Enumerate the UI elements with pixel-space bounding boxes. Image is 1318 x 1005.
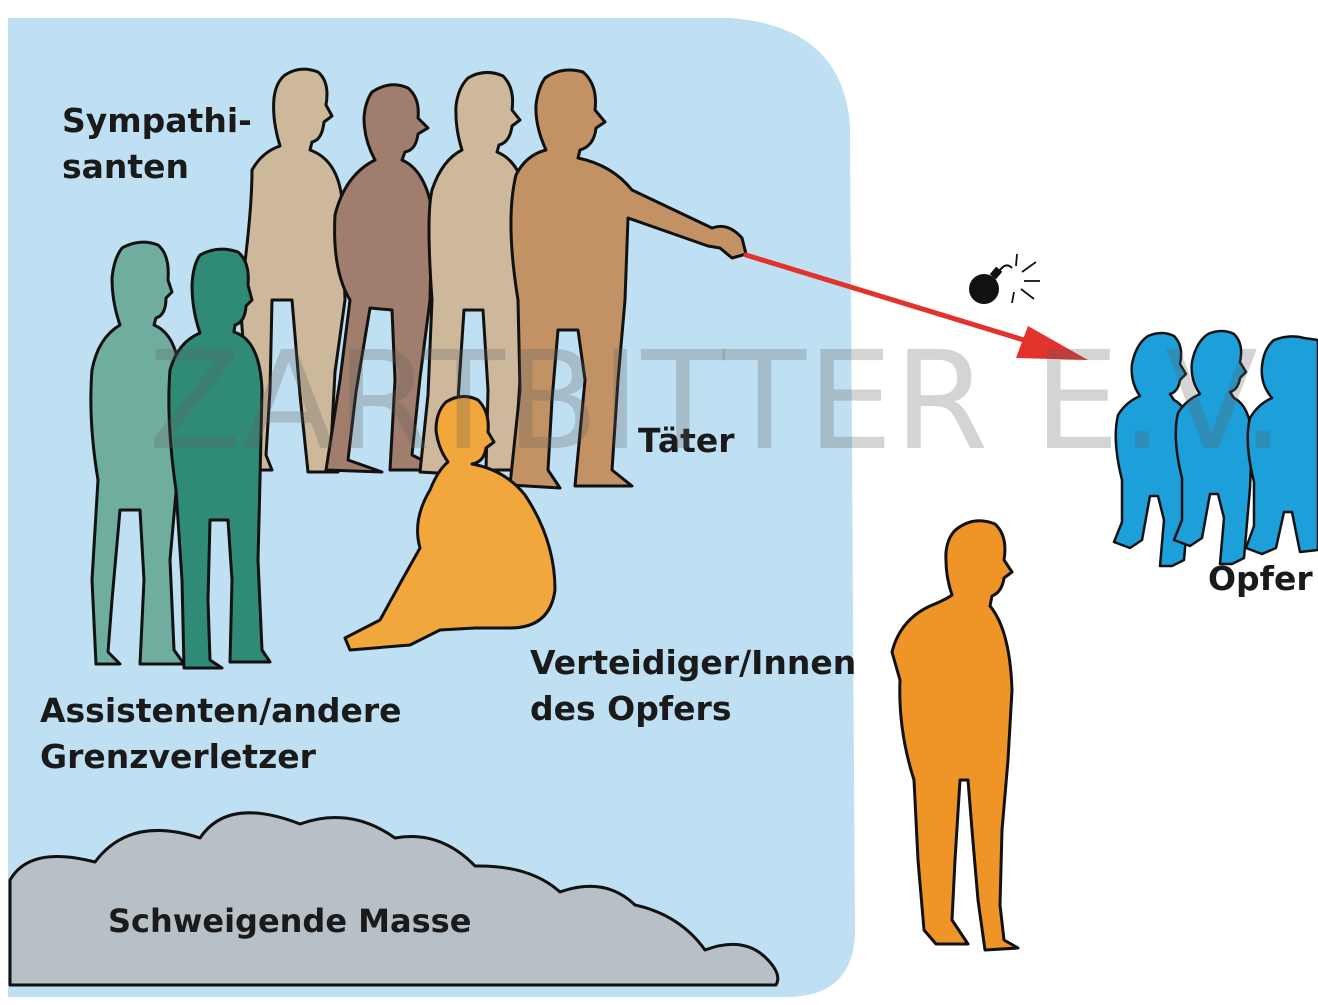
aussenstehende-figure xyxy=(892,521,1018,950)
label-verteidiger: Verteidiger/Innen des Opfers xyxy=(530,640,856,732)
label-schweigende-masse: Schweigende Masse xyxy=(108,898,471,944)
label-opfer: Opfer xyxy=(1208,556,1313,602)
bomb-icon xyxy=(969,254,1040,304)
label-sympathisanten: Sympathi- santen xyxy=(62,98,252,190)
opfer-figure-2 xyxy=(1174,331,1252,564)
opfer-figure-3 xyxy=(1246,336,1318,554)
label-assistenten: Assistenten/andere Grenzverletzer xyxy=(40,688,402,780)
label-taeter: Täter xyxy=(638,418,735,464)
